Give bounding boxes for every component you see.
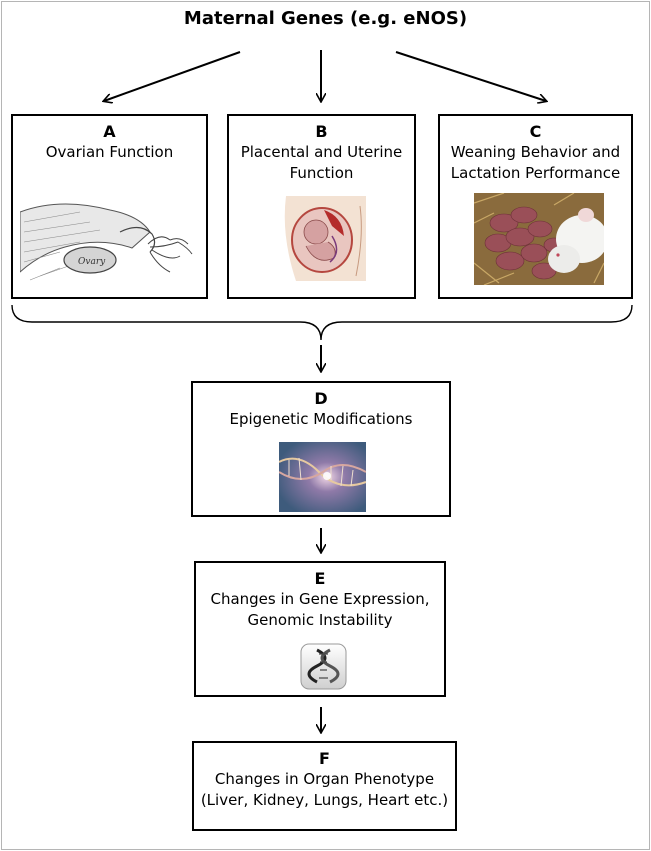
box-b-label-line1: Placental and Uterine bbox=[240, 143, 403, 161]
box-d-label: Epigenetic Modifications bbox=[229, 410, 413, 428]
box-f-label-line2: (Liver, Kidney, Lungs, Heart etc.) bbox=[200, 791, 449, 809]
box-d-letter: D bbox=[314, 389, 328, 408]
box-e-gene-expression: E Changes in Gene Expression, Genomic In… bbox=[194, 561, 446, 697]
box-f-organ-phenotype: F Changes in Organ Phenotype (Liver, Kid… bbox=[192, 741, 457, 831]
arrow-to-c bbox=[395, 51, 546, 101]
box-f-letter: F bbox=[319, 749, 330, 768]
mouse-with-pups-photo bbox=[474, 193, 604, 285]
box-a-label: Ovarian Function bbox=[45, 143, 174, 161]
box-e-label-line1: Changes in Gene Expression, bbox=[210, 590, 430, 608]
box-b-letter: B bbox=[315, 122, 328, 141]
box-c-label-line2: Lactation Performance bbox=[450, 164, 621, 182]
ovary-illustration: Ovary bbox=[20, 192, 200, 286]
diagram-title: Maternal Genes (e.g. eNOS) bbox=[183, 8, 468, 29]
box-b-label-line2: Function bbox=[289, 164, 354, 182]
pregnancy-uterus-illustration bbox=[276, 196, 366, 281]
box-e-letter: E bbox=[314, 569, 326, 588]
box-a-letter: A bbox=[103, 122, 116, 141]
box-c-label-line1: Weaning Behavior and bbox=[450, 143, 621, 161]
dna-app-icon bbox=[300, 643, 347, 690]
box-c-letter: C bbox=[529, 122, 542, 141]
box-e-label-line2: Genomic Instability bbox=[247, 611, 393, 629]
ovary-image-text: Ovary bbox=[78, 257, 106, 267]
arrow-to-a bbox=[104, 51, 241, 101]
curly-brace bbox=[11, 304, 633, 341]
box-f-label-line1: Changes in Organ Phenotype bbox=[214, 770, 435, 788]
dna-helix-photo bbox=[279, 442, 366, 512]
